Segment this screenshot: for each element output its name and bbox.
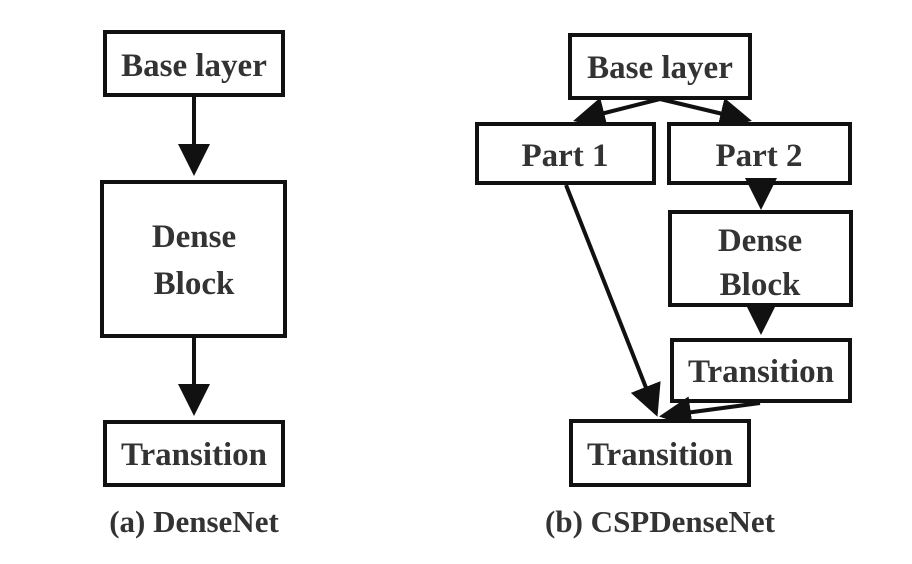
- csp-dense-block-label-line1: Dense: [718, 223, 802, 259]
- densenet-transition-label: Transition: [121, 437, 267, 473]
- csp-transition-mid-box: Transition: [670, 338, 852, 403]
- densenet-dense-block-label-line1: Dense: [152, 219, 236, 255]
- csp-part1-box: Part 1: [475, 122, 656, 185]
- csp-part1-label: Part 1: [521, 138, 608, 174]
- cspdensenet-diagram: Base layer Part 1 Part 2 Dense Block Tra…: [475, 33, 853, 539]
- densenet-base-layer-box: Base layer: [103, 30, 285, 97]
- cspdensenet-caption: (b) CSPDenseNet: [545, 504, 776, 539]
- densenet-transition-box: Transition: [103, 420, 285, 487]
- csp-arrow-base-to-part1: [573, 97, 661, 129]
- csp-transition-final-label: Transition: [587, 437, 733, 473]
- densenet-dense-block-label-line2: Block: [154, 266, 235, 302]
- csp-arrow-part1-to-final-transition: [564, 184, 661, 417]
- csp-part2-box: Part 2: [667, 122, 852, 185]
- densenet-base-layer-label: Base layer: [121, 48, 267, 84]
- csp-transition-mid-label: Transition: [688, 354, 834, 390]
- csp-dense-block-box: Dense Block: [668, 210, 853, 307]
- densenet-dense-block-box: Dense Block: [100, 180, 287, 338]
- densenet-caption: (a) DenseNet: [109, 504, 279, 539]
- csp-part2-label: Part 2: [715, 138, 802, 174]
- csp-dense-block-label-line2: Block: [720, 267, 801, 303]
- csp-transition-final-box: Transition: [569, 419, 751, 487]
- csp-base-layer-box: Base layer: [568, 33, 752, 100]
- csp-base-layer-label: Base layer: [587, 50, 733, 86]
- csp-arrow-transition-to-final-transition: [659, 396, 761, 429]
- csp-arrow-base-to-part2: [659, 97, 752, 130]
- densenet-diagram: Base layer Dense Block Transition (a) De…: [100, 30, 287, 539]
